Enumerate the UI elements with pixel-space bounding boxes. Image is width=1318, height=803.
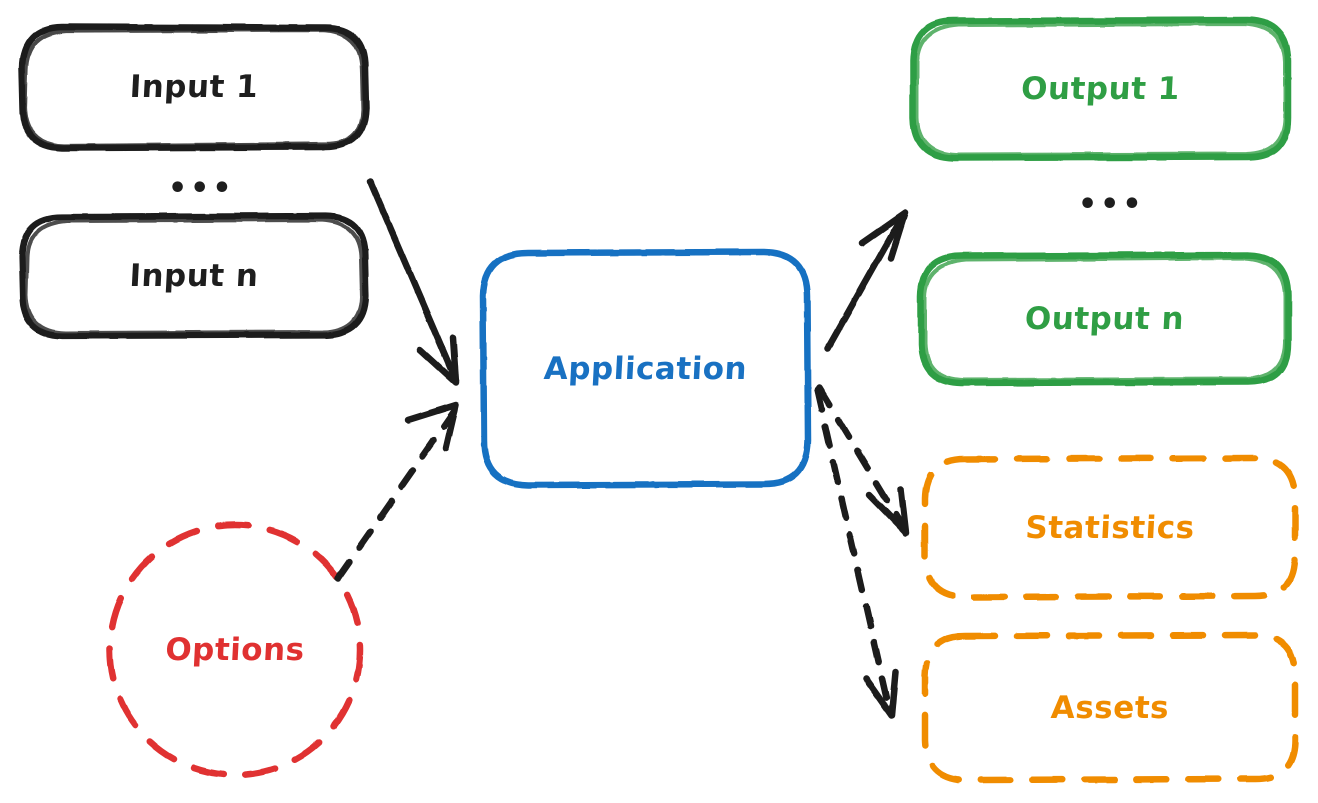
output-n-node[interactable]: [921, 255, 1288, 383]
output-1-box-shape: [909, 16, 1292, 162]
input-1-node[interactable]: [22, 26, 366, 148]
application-box-shape: [479, 248, 812, 489]
assets-node[interactable]: [925, 635, 1295, 780]
input-n-node[interactable]: [22, 216, 366, 336]
input-1-box-shape: [18, 23, 370, 152]
output-n-box-shape: [917, 251, 1292, 387]
statistics-node[interactable]: [925, 458, 1295, 598]
options-node[interactable]: [110, 525, 360, 775]
input-n-box-shape: [18, 212, 370, 340]
edge-application-to-assets: [813, 386, 900, 720]
edge-application-to-statistics: [815, 384, 910, 537]
options-circle-shape: [106, 521, 364, 779]
assets-box-shape: [921, 631, 1299, 784]
application-node[interactable]: [483, 252, 808, 485]
edge-application-to-outputs: [824, 209, 909, 352]
output-1-node[interactable]: [913, 20, 1288, 158]
edge-options-to-application: [334, 401, 460, 582]
statistics-box-shape: [921, 454, 1299, 601]
edge-inputs-to-application: [366, 177, 460, 387]
